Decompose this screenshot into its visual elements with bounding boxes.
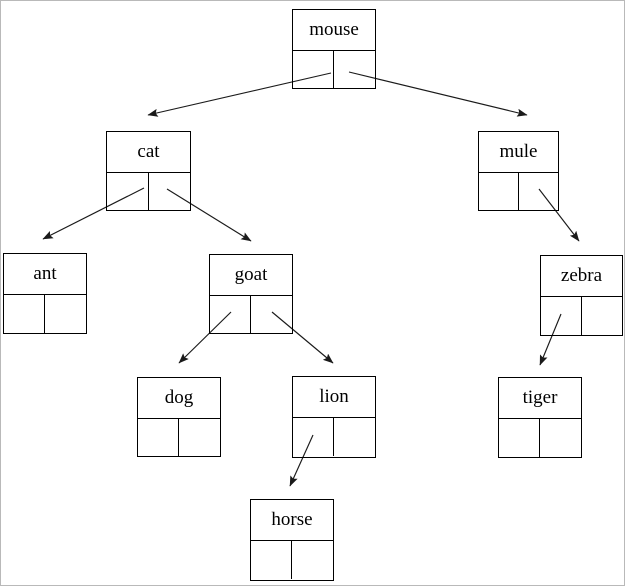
tree-node-cat[interactable]: cat	[106, 131, 191, 211]
tree-node-horse[interactable]: horse	[250, 499, 334, 581]
tree-node-mouse[interactable]: mouse	[292, 9, 376, 89]
node-left-pointer-cat[interactable]	[107, 173, 149, 211]
node-pointer-cells-zebra	[541, 297, 622, 335]
node-label-zebra: zebra	[541, 256, 622, 297]
node-right-pointer-mule[interactable]	[519, 173, 559, 211]
node-pointer-cells-ant	[4, 295, 86, 333]
node-label-lion: lion	[293, 377, 375, 418]
node-pointer-cells-goat	[210, 296, 292, 334]
tree-node-dog[interactable]: dog	[137, 377, 221, 457]
tree-node-tiger[interactable]: tiger	[498, 377, 582, 458]
node-left-pointer-tiger[interactable]	[499, 419, 540, 457]
node-label-goat: goat	[210, 255, 292, 296]
tree-node-mule[interactable]: mule	[478, 131, 559, 211]
node-left-pointer-zebra[interactable]	[541, 297, 582, 335]
node-left-pointer-goat[interactable]	[210, 296, 251, 334]
node-label-tiger: tiger	[499, 378, 581, 419]
node-right-pointer-dog[interactable]	[179, 419, 220, 457]
node-left-pointer-lion[interactable]	[293, 418, 334, 456]
node-right-pointer-mouse[interactable]	[334, 51, 375, 89]
node-label-ant: ant	[4, 254, 86, 295]
tree-node-goat[interactable]: goat	[209, 254, 293, 334]
node-pointer-cells-mouse	[293, 51, 375, 89]
node-label-horse: horse	[251, 500, 333, 541]
node-pointer-cells-mule	[479, 173, 558, 211]
node-pointer-cells-cat	[107, 173, 190, 211]
node-label-mule: mule	[479, 132, 558, 173]
node-pointer-cells-horse	[251, 541, 333, 579]
tree-node-ant[interactable]: ant	[3, 253, 87, 334]
node-right-pointer-zebra[interactable]	[582, 297, 623, 335]
node-pointer-cells-lion	[293, 418, 375, 456]
node-left-pointer-mouse[interactable]	[293, 51, 334, 89]
node-right-pointer-ant[interactable]	[45, 295, 86, 333]
node-right-pointer-goat[interactable]	[251, 296, 292, 334]
node-right-pointer-cat[interactable]	[149, 173, 191, 211]
node-left-pointer-ant[interactable]	[4, 295, 45, 333]
node-right-pointer-lion[interactable]	[334, 418, 375, 456]
node-left-pointer-dog[interactable]	[138, 419, 179, 457]
node-right-pointer-tiger[interactable]	[540, 419, 581, 457]
tree-node-lion[interactable]: lion	[292, 376, 376, 458]
tree-node-zebra[interactable]: zebra	[540, 255, 623, 336]
node-label-dog: dog	[138, 378, 220, 419]
node-label-mouse: mouse	[293, 10, 375, 51]
node-pointer-cells-dog	[138, 419, 220, 457]
node-pointer-cells-tiger	[499, 419, 581, 457]
node-left-pointer-mule[interactable]	[479, 173, 519, 211]
node-label-cat: cat	[107, 132, 190, 173]
node-left-pointer-horse[interactable]	[251, 541, 292, 579]
node-right-pointer-horse[interactable]	[292, 541, 333, 579]
